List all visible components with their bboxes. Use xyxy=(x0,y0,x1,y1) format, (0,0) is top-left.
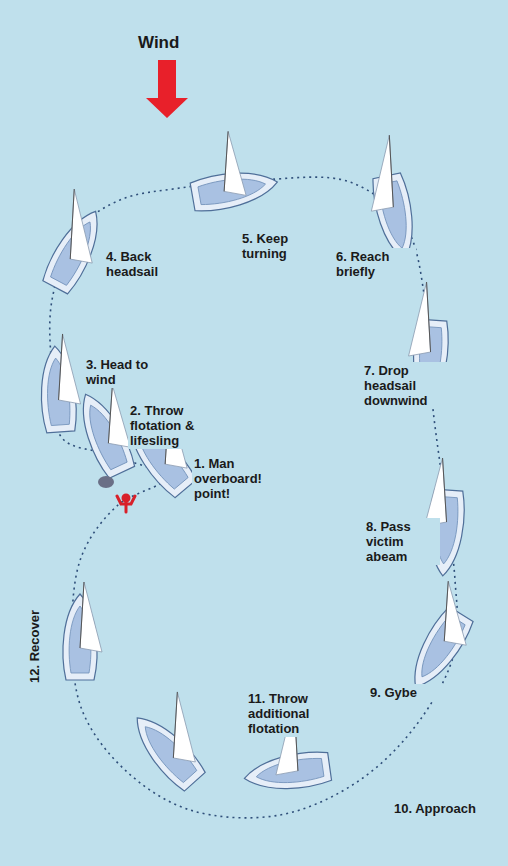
sailboat xyxy=(190,131,281,213)
step-label: 4. Back headsail xyxy=(104,248,188,280)
step-label: 2. Throw flotation & lifesling xyxy=(128,402,224,449)
sailboat xyxy=(125,692,208,793)
sailboat xyxy=(401,581,475,696)
step-label: 6. Reach briefly xyxy=(334,248,416,280)
step-label: 3. Head to wind xyxy=(84,356,170,388)
step-label: 10. Approach xyxy=(392,800,496,817)
step-label: 1. Man overboard! point! xyxy=(192,455,286,502)
victim xyxy=(117,495,135,512)
step-label: 5. Keep turning xyxy=(240,230,322,262)
sailboat xyxy=(38,334,81,433)
step-label: 9. Gybe xyxy=(368,684,442,701)
route xyxy=(50,177,458,818)
step-label: 11. Throw additional flotation xyxy=(246,690,342,737)
step-label: 12. Recover xyxy=(26,597,43,697)
boats xyxy=(38,131,476,795)
route-line xyxy=(50,177,458,818)
step-label: 8. Pass victim abeam xyxy=(364,518,440,565)
sailboat xyxy=(63,582,102,680)
flotation xyxy=(98,476,114,488)
sailboat xyxy=(370,135,421,263)
sailboat xyxy=(40,189,110,295)
wind-label: Wind xyxy=(136,32,210,53)
wind-arrow xyxy=(146,60,188,118)
step-label: 7. Drop headsail downwind xyxy=(362,362,454,409)
